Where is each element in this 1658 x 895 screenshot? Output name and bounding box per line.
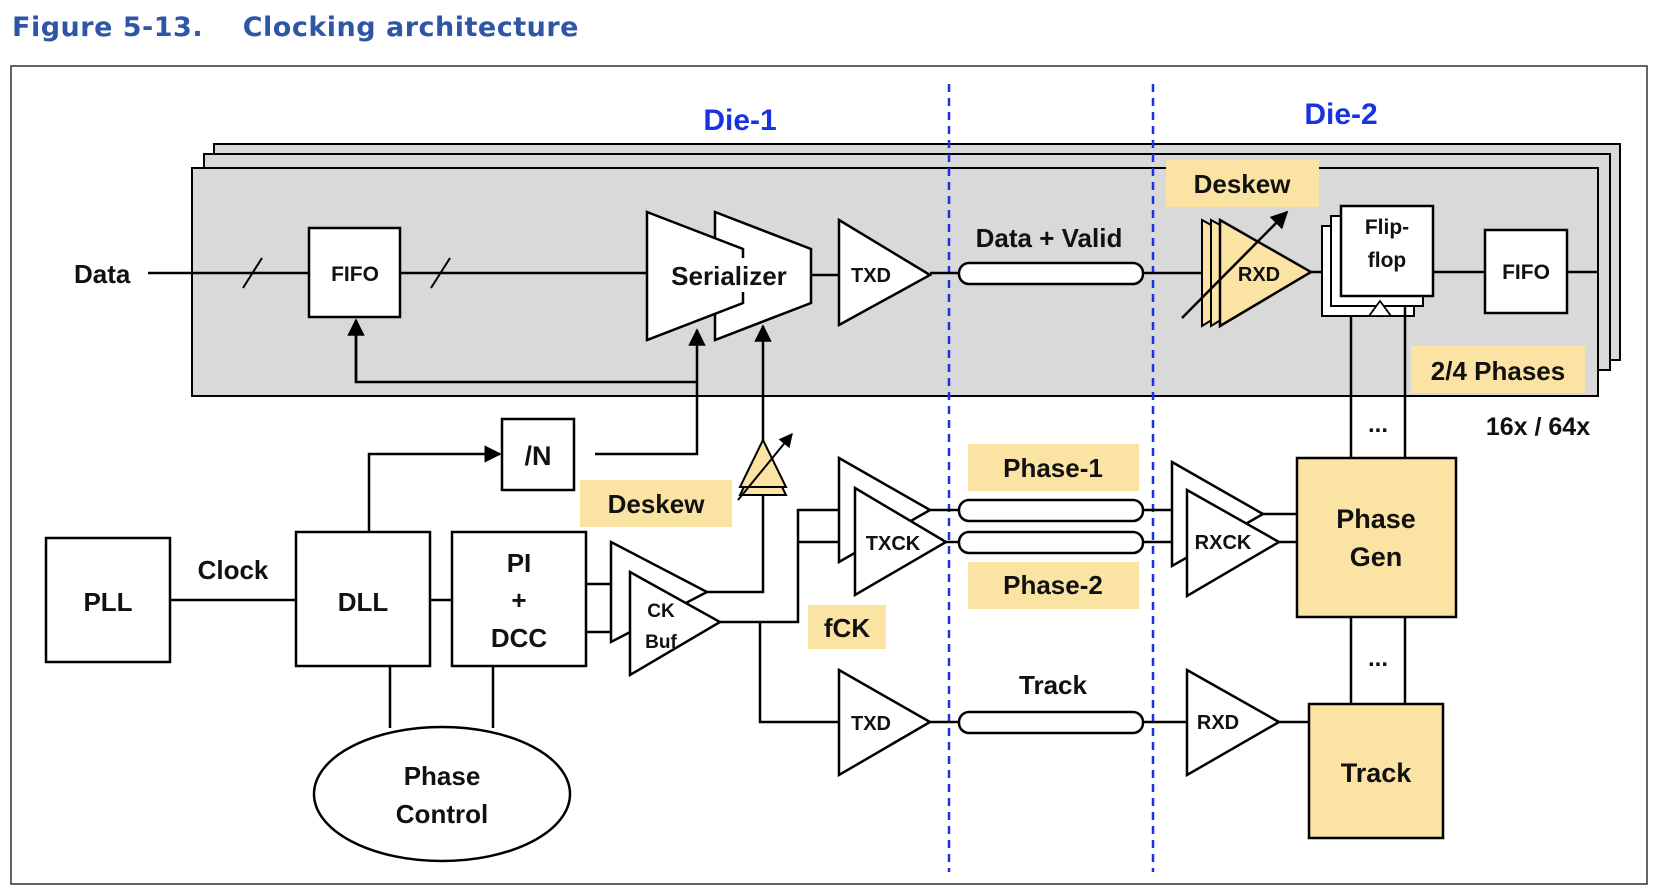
pll-block [44,536,172,664]
phase2-highlight [968,562,1139,609]
pi-label-2: + [511,585,526,615]
ckbuf-deskew-wire [707,498,765,594]
phase-gen-label-1: Phase [1336,504,1416,534]
deskew-top-highlight [1166,160,1319,207]
fck-label: fCK [824,613,870,643]
figure-title: Clocking architecture [242,12,579,43]
track-lane-label: Track [1019,670,1087,700]
die2-label: Die-2 [1304,98,1377,131]
fck-track-wire [758,622,839,724]
flipflop-label-1: Flip- [1365,216,1409,239]
flipflop-front [1339,204,1435,298]
txck-label: TXCK [866,533,921,555]
figure-frame [10,65,1648,885]
phase2-label: Phase-2 [1003,570,1103,600]
fifo-rx [1483,228,1569,315]
rxck-front [1185,487,1282,599]
serializer-label: Serializer [671,261,787,291]
pll-label: PLL [83,587,132,617]
serializer-label-bg [664,258,800,292]
rxd-track-buffer [1185,667,1282,778]
track-channel [957,710,1145,735]
phase-gen-label-2: Gen [1350,542,1403,572]
deskew-top-arrow [1181,210,1289,319]
bus-slash-2 [430,257,451,289]
track-block [1307,702,1445,840]
fifo-tx [307,226,402,319]
fifo-tx-label: FIFO [331,263,379,286]
rxd-data-buffer [1218,217,1314,329]
phase1-highlight [968,444,1139,491]
txd-data-label: TXD [851,265,891,287]
txd-data-buffer [837,217,933,328]
div-n-block [500,417,576,492]
phase2-channel [957,530,1145,555]
phase1-label: Phase-1 [1003,453,1103,483]
phase-control-label-2: Control [396,799,488,829]
track-block-label: Track [1341,758,1413,788]
div-out-wire [595,328,706,456]
pi-dcc-block [450,530,588,668]
pi-label-1: PI [507,548,532,578]
ellipsis-top: ... [1368,411,1388,438]
deskew-bottom-label: Deskew [608,489,706,519]
deskew-buffer-2 [738,437,788,488]
data-valid-channel [957,261,1145,286]
bus-slash-1 [242,257,263,289]
deskew-bottom-arrow [737,432,793,501]
phase-control-label-1: Phase [404,761,481,791]
deskew-bottom-highlight [580,480,732,527]
dll-label: DLL [338,587,389,617]
txd-track-label: TXD [851,713,891,735]
fifo-rx-label: FIFO [1502,261,1550,284]
pi-label-3: DCC [491,623,548,653]
txck-front [853,485,949,598]
phases-label: 2/4 Phases [1431,356,1565,386]
die1-label: Die-1 [703,104,776,137]
txd-track-buffer [837,667,933,778]
flipflop-clock-triangle [1367,299,1393,317]
dll-div-wire [367,445,502,532]
ckbuf-front [628,569,723,678]
rxd-data-label: RXD [1238,264,1280,286]
div-n-label: /N [525,441,552,471]
rxck-label: RXCK [1195,532,1252,554]
ckbuf-label-1: CK [647,601,675,622]
phases-highlight [1411,346,1585,393]
dll-block [294,530,432,668]
figure-number: Figure 5-13. [12,12,204,43]
data-input-label: Data [74,259,131,289]
figure-caption: Figure 5-13. Clocking architecture [12,12,579,43]
rxd-track-label: RXD [1197,712,1239,734]
phase-control-ellipse [312,725,572,863]
phase-gen-block [1295,456,1458,619]
flipflop-label-2: flop [1368,249,1406,272]
ckbuf-label-2: Buf [645,632,677,653]
phase1-channel [957,498,1145,523]
data-valid-label: Data + Valid [976,223,1123,253]
lanes-label: 16x / 64x [1486,413,1590,441]
clock-label: Clock [198,555,269,585]
ellipsis-bottom: ... [1368,645,1388,672]
deskew-top-label: Deskew [1194,169,1292,199]
fck-highlight [808,605,886,649]
